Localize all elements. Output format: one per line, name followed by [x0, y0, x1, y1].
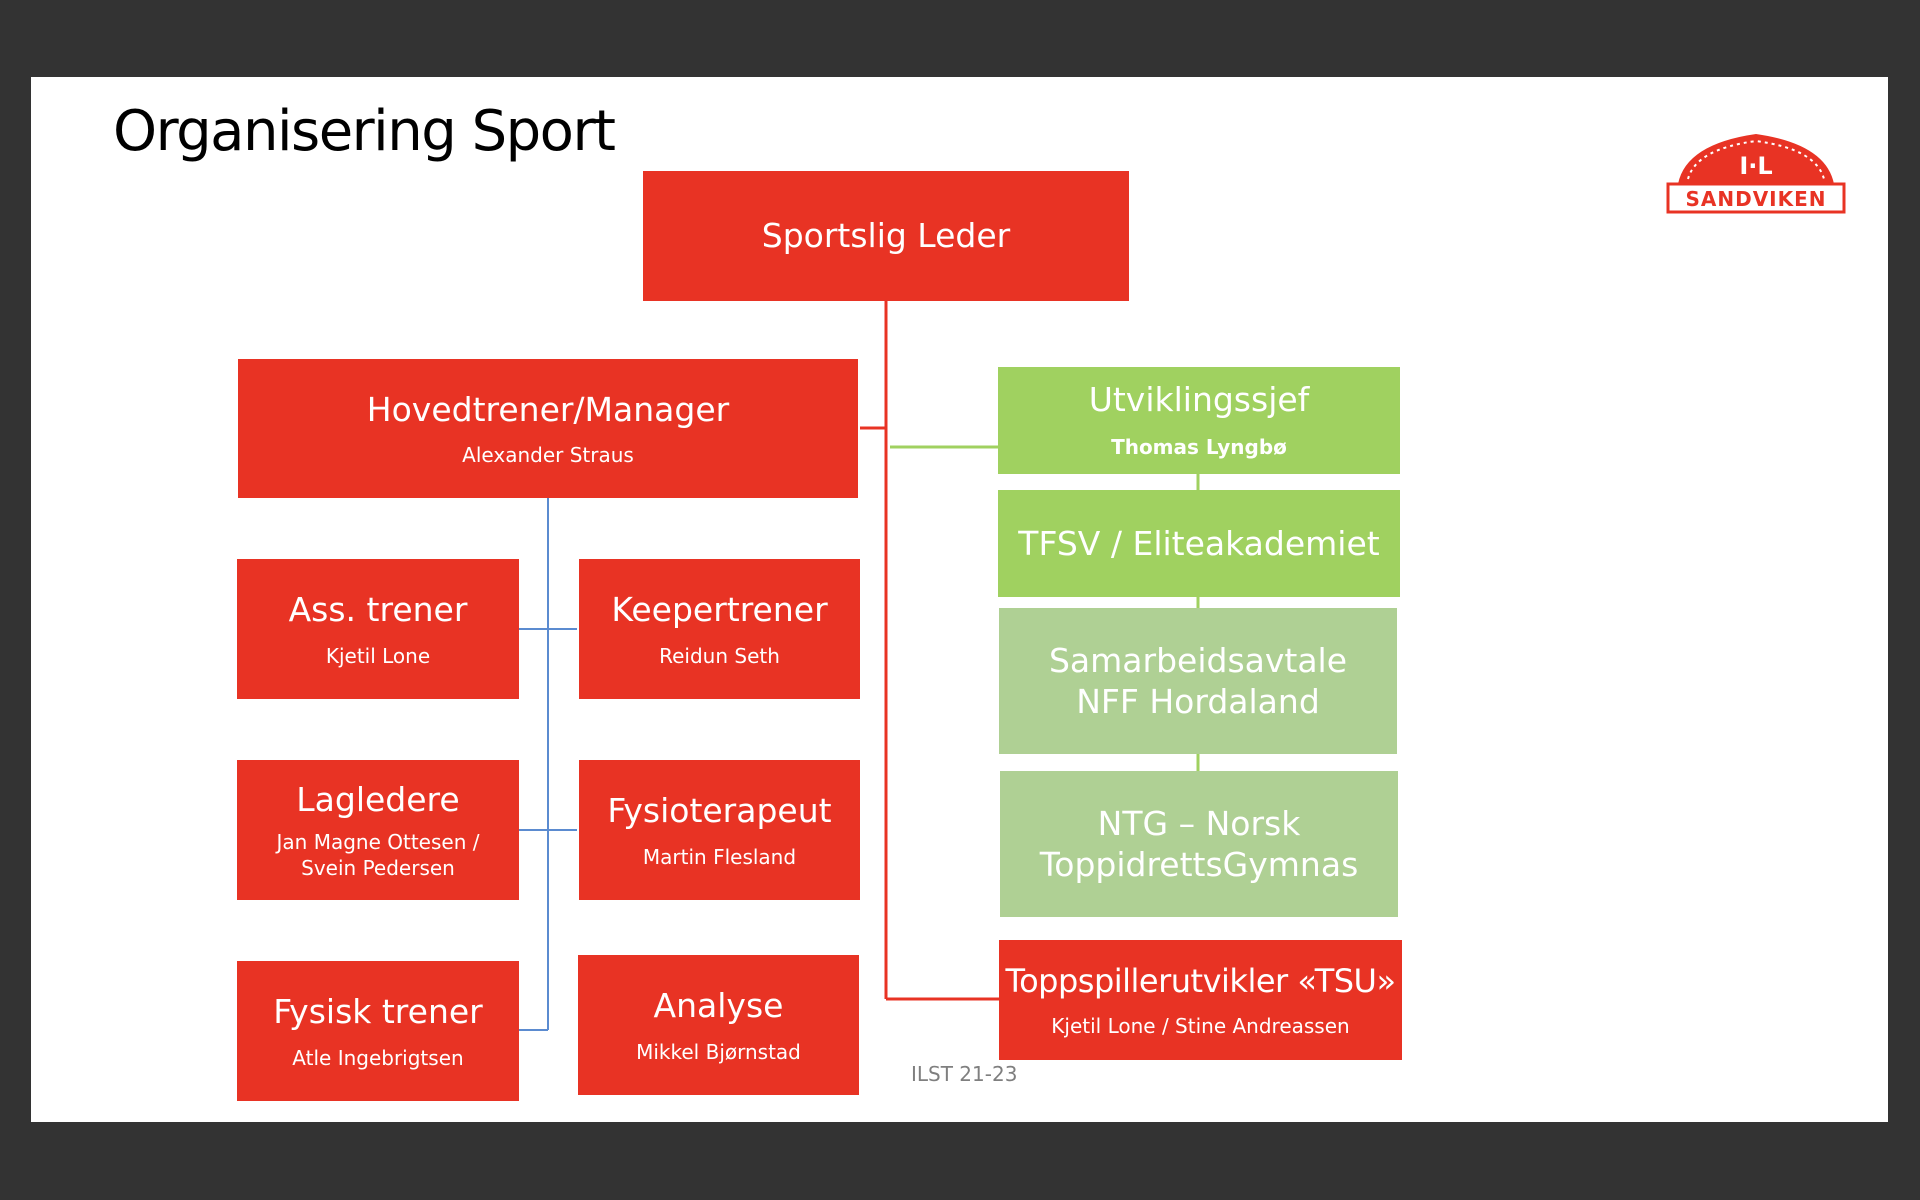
org-node-title: Analyse	[653, 986, 784, 1026]
org-node-name: Reidun Seth	[659, 643, 780, 668]
slide-title: Organisering Sport	[113, 99, 616, 164]
org-node-fysisk-trener: Fysisk trener Atle Ingebrigtsen	[237, 961, 519, 1101]
org-node-analyse: Analyse Mikkel Bjørnstad	[578, 955, 859, 1095]
org-node-utviklingssjef: Utviklingssjef Thomas Lyngbø	[998, 367, 1400, 474]
org-node-keepertrener: Keepertrener Reidun Seth	[579, 559, 860, 699]
org-node-title: Ass. trener	[288, 590, 468, 630]
org-node-name: Martin Flesland	[642, 844, 797, 869]
sandviken-logo: I·L SANDVIKEN	[1666, 134, 1846, 214]
org-node-name: Alexander Straus	[462, 443, 634, 468]
svg-text:SANDVIKEN: SANDVIKEN	[1685, 187, 1826, 211]
slide-footer: ILST 21-23	[911, 1062, 1018, 1086]
org-node-name: Atle Ingebrigtsen	[292, 1045, 464, 1070]
org-node-ntg: NTG – Norsk ToppidrettsGymnas	[1000, 771, 1398, 917]
org-node-name: Kjetil Lone	[325, 643, 431, 668]
org-node-name: Kjetil Lone / Stine Andreassen	[1051, 1014, 1350, 1038]
org-node-ass-trener: Ass. trener Kjetil Lone	[237, 559, 519, 699]
org-node-sportslig-leder: Sportslig Leder	[643, 171, 1129, 301]
org-node-tsu: Toppspillerutvikler «TSU» Kjetil Lone / …	[999, 940, 1402, 1060]
org-node-title: Hovedtrener/Manager	[366, 389, 730, 429]
org-node-title: Utviklingssjef	[1088, 380, 1310, 419]
org-node-title: NTG – Norsk ToppidrettsGymnas	[1039, 803, 1359, 884]
org-node-tfsv: TFSV / Eliteakademiet	[998, 490, 1400, 597]
org-node-title: TFSV / Eliteakademiet	[1018, 523, 1380, 563]
org-node-title: Lagledere	[296, 780, 460, 820]
org-node-name: Mikkel Bjørnstad	[636, 1039, 801, 1064]
org-node-name: Thomas Lyngbø	[1111, 435, 1287, 460]
slide: Organisering Sport I·L SANDVIKEN Sportsl…	[31, 77, 1888, 1122]
svg-text:I·L: I·L	[1739, 152, 1772, 180]
org-node-title: Samarbeidsavtale NFF Hordaland	[1048, 640, 1348, 721]
org-node-fysioterapeut: Fysioterapeut Martin Flesland	[579, 760, 860, 900]
org-node-title: Fysioterapeut	[607, 791, 832, 831]
org-node-lagledere: Lagledere Jan Magne Ottesen / Svein Pede…	[237, 760, 519, 900]
org-node-title: Fysisk trener	[273, 992, 483, 1032]
org-node-title: Keepertrener	[611, 590, 828, 630]
org-connectors	[519, 301, 1200, 1031]
org-node-title: Sportslig Leder	[761, 216, 1011, 256]
org-node-name: Jan Magne Ottesen / Svein Pedersen	[276, 829, 480, 880]
org-node-samarbeidsavtale: Samarbeidsavtale NFF Hordaland	[999, 608, 1397, 754]
org-node-title: Toppspillerutvikler «TSU»	[1005, 962, 1396, 1000]
org-node-manager: Hovedtrener/Manager Alexander Straus	[238, 359, 858, 498]
